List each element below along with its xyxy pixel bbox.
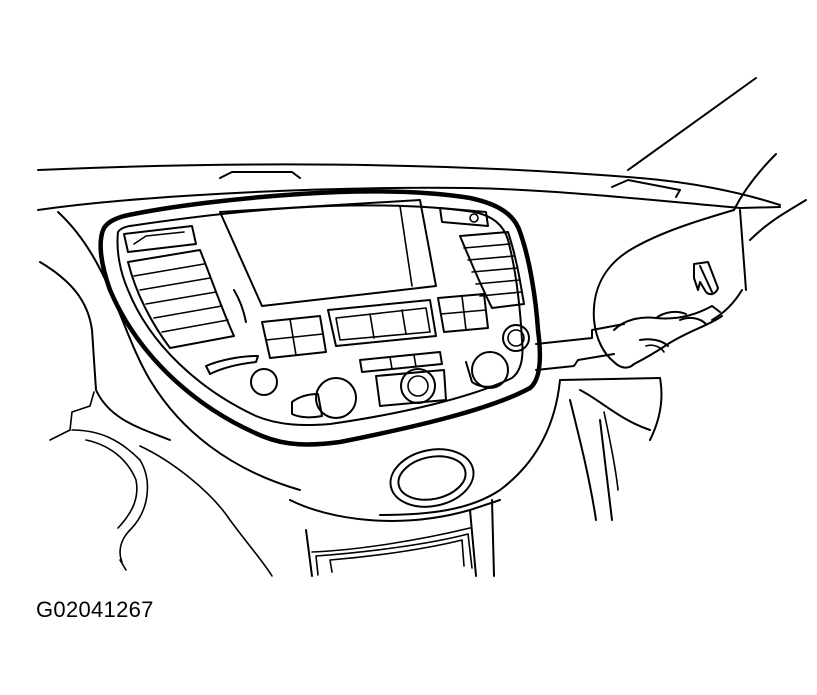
button-cluster-right: [437, 293, 489, 333]
knob-large-right: [465, 351, 509, 389]
right-side-panel: [559, 209, 747, 521]
center-console: [289, 379, 561, 577]
knob-small-left: [250, 368, 278, 396]
hand-with-tool: [535, 153, 807, 441]
knob-large-left: [291, 377, 357, 419]
left-dash-panel: [39, 211, 301, 577]
clock-slot: [439, 207, 489, 227]
button-cluster-center: [327, 299, 437, 347]
figure-code: G02041267: [36, 597, 154, 622]
knob-center: [375, 368, 447, 407]
left-slot: [205, 355, 259, 375]
hazard-switch-slot: [123, 225, 197, 253]
button-strip: [359, 351, 443, 373]
dashboard-top: [37, 77, 781, 211]
right-air-vent: [459, 231, 525, 309]
lower-round-vent: [389, 448, 475, 508]
button-cluster-left: [261, 315, 327, 359]
left-air-vent: [127, 249, 247, 349]
center-panel-outline: [98, 189, 543, 447]
display-screen: [219, 199, 437, 307]
knob-small-right: [502, 324, 530, 352]
